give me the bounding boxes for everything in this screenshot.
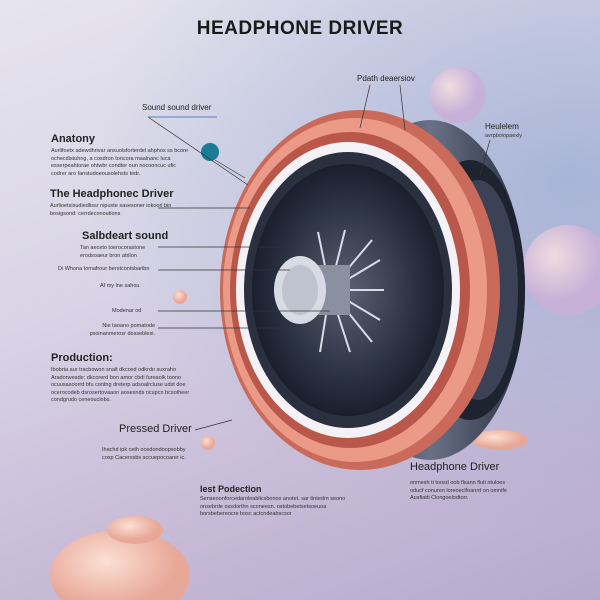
leader-lines	[147, 84, 491, 431]
pressed-driver-heading: Pressed Driver	[119, 423, 192, 435]
headem-heading: Heulelem	[485, 122, 519, 131]
label-line1: Di Whona tomafrour berstcontsbaribn	[58, 266, 150, 272]
production-heading: Production:	[51, 352, 113, 364]
label-line2: Af my lne sahou	[100, 283, 140, 289]
page-title: HEADPHONE DRIVER	[196, 18, 404, 39]
accent-sphere	[201, 143, 219, 161]
best-production-heading: lest Podection	[200, 484, 262, 494]
surround-body: Tan aeoxto toerocorastone erodsoaeur bro…	[80, 245, 146, 259]
label-line3: Modenar od	[112, 308, 142, 314]
anatomy-body: Aurlifoetx adewdhrivar ansuolsforterdel …	[51, 148, 188, 177]
sphere-top	[430, 67, 486, 123]
headphone-driver-body: Aurlioetsixudiedlissr nipuste sasesoner …	[50, 203, 172, 217]
label-line4: Nie taoano pomatode psoinanmerosr dosseb…	[89, 323, 155, 337]
headphone-driver-heading: The Headphonec Driver	[50, 188, 174, 200]
blob-bottom	[50, 530, 190, 600]
label-sound-driver: Sound sound driver	[142, 103, 212, 112]
label-phase-decoder: Pdath deaersiov	[357, 74, 415, 83]
headem-body: avrpboiopaexly	[485, 133, 522, 139]
anatomy-heading: Anatony	[51, 133, 95, 145]
surround-heading: Salbdeart sound	[82, 230, 169, 242]
production-body: Ibobrta aur tracbowon snalt dkcoxd odkrd…	[51, 367, 190, 403]
headphone-driver-right-body: onmesh ti toosd oob flsann fluti ntuloes…	[410, 480, 507, 501]
pressed-driver-body: Ihachd ipk ceth oosdondoopsobby cosp Cac…	[102, 447, 186, 461]
headphone-driver-right-heading: Headphone Driver	[410, 461, 500, 473]
sphere-right	[523, 225, 600, 315]
best-production-body: Senseoonforcedaroleablicsbonox anotet. s…	[200, 496, 346, 517]
